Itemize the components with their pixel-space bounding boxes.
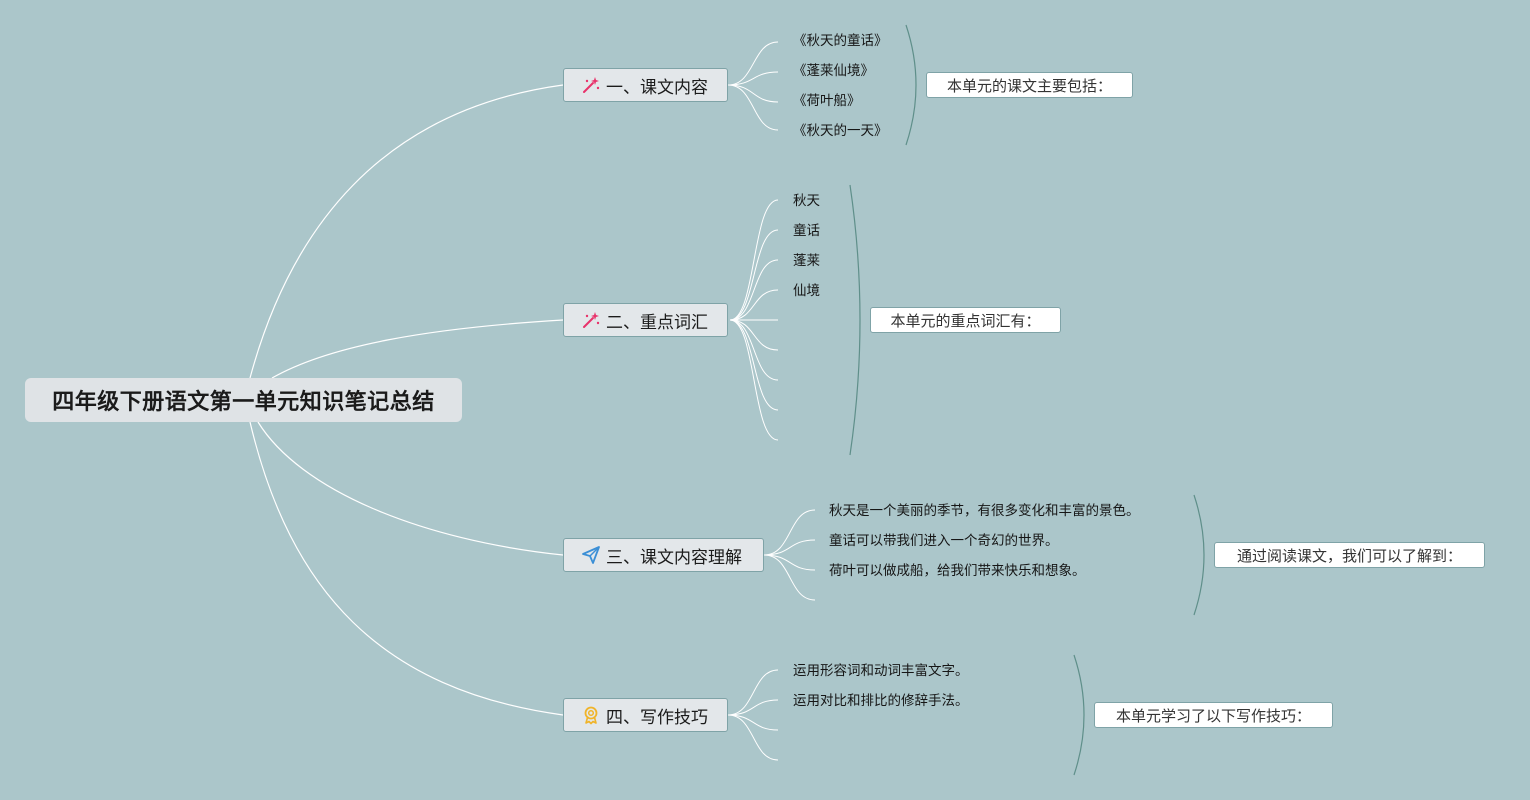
topic-text-understanding[interactable]: 三、课文内容理解 (563, 538, 764, 572)
leaf-item[interactable]: 荷叶可以做成船，给我们带来快乐和想象。 (829, 563, 1086, 579)
magic-wand-icon (581, 310, 601, 330)
leaf-item[interactable]: 《秋天的一天》 (793, 123, 888, 139)
leaf-item[interactable]: 运用对比和排比的修辞手法。 (793, 693, 969, 709)
leaf-item[interactable]: 秋天是一个美丽的季节，有很多变化和丰富的景色。 (829, 503, 1140, 519)
summary-label: 本单元的课文主要包括： (946, 76, 1112, 95)
topic-lesson-content[interactable]: 一、课文内容 (563, 68, 728, 102)
summary-label: 本单元的重点词汇有： (890, 311, 1041, 330)
topic-label: 三、课文内容理解 (606, 547, 742, 568)
summary-callout[interactable]: 本单元的课文主要包括： (926, 72, 1133, 98)
topic-label: 一、课文内容 (606, 77, 708, 98)
leaf-item[interactable]: 童话 (793, 223, 820, 239)
leaf-item[interactable]: 童话可以带我们进入一个奇幻的世界。 (829, 533, 1059, 549)
topic-label: 二、重点词汇 (606, 312, 708, 333)
central-topic[interactable]: 四年级下册语文第一单元知识笔记总结 (25, 378, 462, 422)
leaf-item[interactable]: 《秋天的童话》 (793, 33, 888, 49)
award-ribbon-icon (581, 705, 601, 725)
topic-writing-skills[interactable]: 四、写作技巧 (563, 698, 728, 732)
paper-plane-icon (581, 545, 601, 565)
summary-callout[interactable]: 本单元学习了以下写作技巧： (1094, 702, 1333, 728)
magic-wand-icon (581, 75, 601, 95)
leaf-item[interactable]: 《荷叶船》 (793, 93, 861, 109)
summary-callout[interactable]: 通过阅读课文，我们可以了解到： (1214, 542, 1485, 568)
leaf-item[interactable]: 《蓬莱仙境》 (793, 63, 874, 79)
summary-label: 本单元学习了以下写作技巧： (1115, 706, 1311, 725)
leaf-item[interactable]: 秋天 (793, 193, 820, 209)
summary-callout[interactable]: 本单元的重点词汇有： (870, 307, 1061, 333)
central-topic-label: 四年级下册语文第一单元知识笔记总结 (52, 390, 435, 415)
leaf-item[interactable]: 蓬莱 (793, 253, 820, 269)
leaf-item[interactable]: 运用形容词和动词丰富文字。 (793, 663, 969, 679)
topic-label: 四、写作技巧 (606, 707, 708, 728)
topic-key-vocabulary[interactable]: 二、重点词汇 (563, 303, 728, 337)
leaf-item[interactable]: 仙境 (793, 283, 820, 299)
summary-label: 通过阅读课文，我们可以了解到： (1236, 546, 1462, 565)
